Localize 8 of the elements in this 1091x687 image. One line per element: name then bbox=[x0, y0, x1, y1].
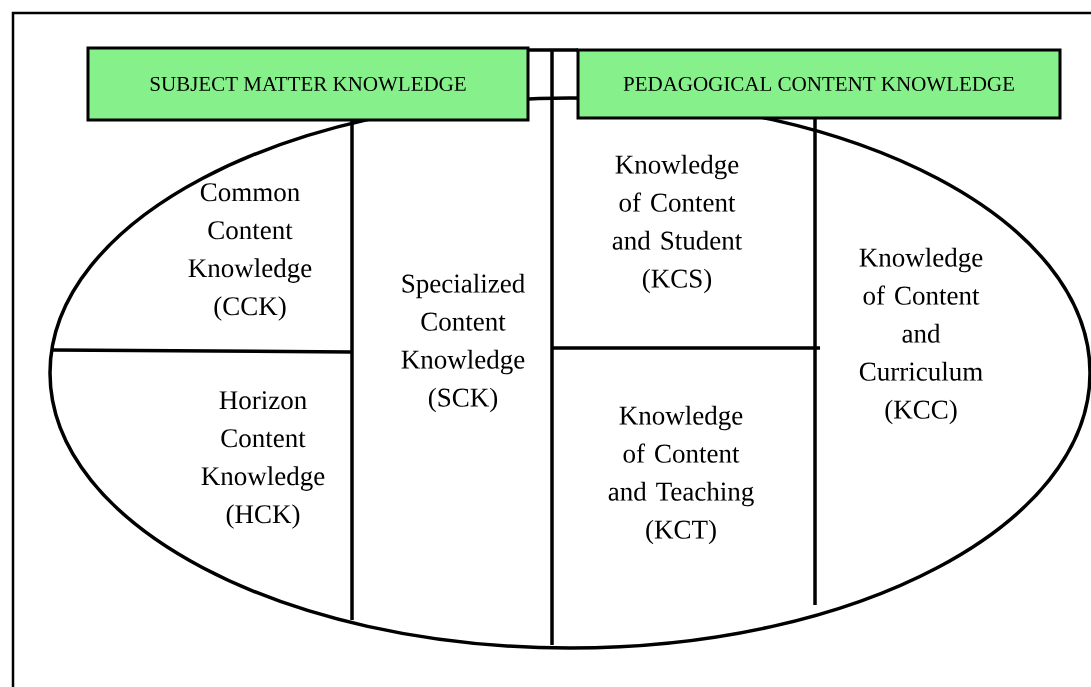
region-label: Knowledge of Content and Curriculum (KCC) bbox=[859, 247, 983, 425]
region-label: Specialized Content Knowledge (SCK) bbox=[401, 273, 525, 413]
header-box: PEDAGOGICAL CONTENT KNOWLEDGE bbox=[576, 48, 1062, 120]
header-box: SUBJECT MATTER KNOWLEDGE bbox=[86, 46, 530, 122]
region-label: Knowledge of Content and Teaching (KCT) bbox=[608, 405, 754, 545]
region-label: Knowledge of Content and Student (KCS) bbox=[612, 154, 743, 294]
region-label: Horizon Content Knowledge (HCK) bbox=[201, 391, 325, 529]
region-label: Common Content Knowledge (CCK) bbox=[188, 183, 312, 321]
